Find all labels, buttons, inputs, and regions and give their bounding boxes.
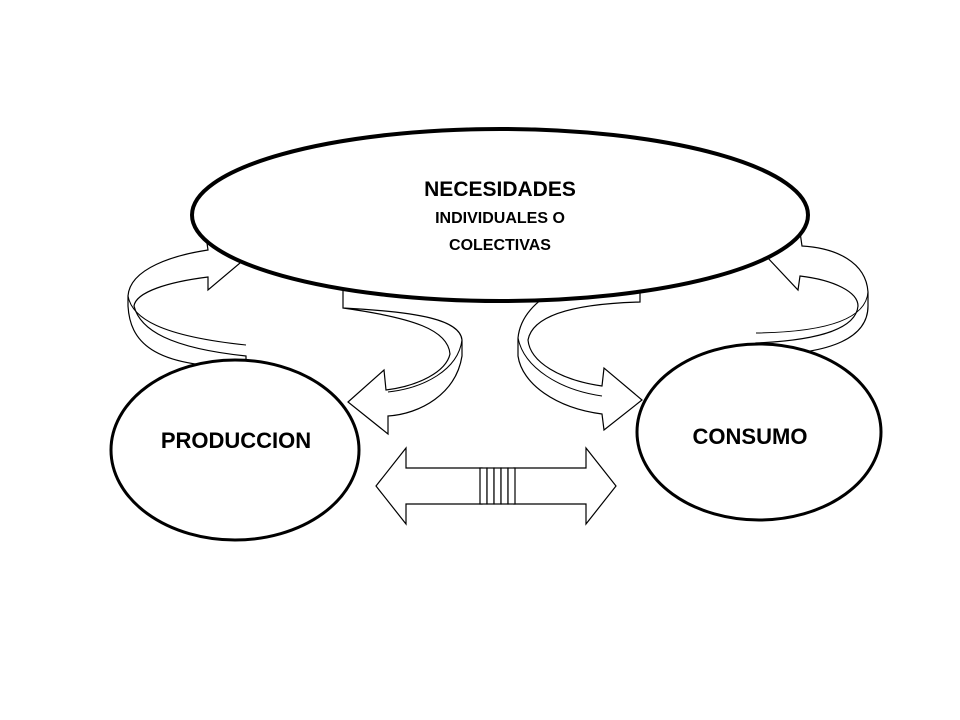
double-arrow-produccion-consumo xyxy=(375,446,617,526)
curved-arrow-necesidades-to-produccion xyxy=(342,283,463,436)
curved-arrow-produccion-to-necesidades xyxy=(127,234,248,368)
necesidades-line2: COLECTIVAS xyxy=(449,237,551,254)
node-produccion xyxy=(109,358,361,542)
node-consumo xyxy=(635,342,883,522)
curved-arrow-consumo-to-necesidades xyxy=(755,230,869,356)
node-necesidades xyxy=(190,127,810,303)
produccion-label: PRODUCCION xyxy=(161,428,311,453)
curved-arrow-necesidades-to-consumo xyxy=(517,271,643,432)
necesidades-line1: INDIVIDUALES O xyxy=(435,210,565,227)
consumo-label: CONSUMO xyxy=(693,424,808,449)
necesidades-title: NECESIDADES xyxy=(424,178,576,201)
